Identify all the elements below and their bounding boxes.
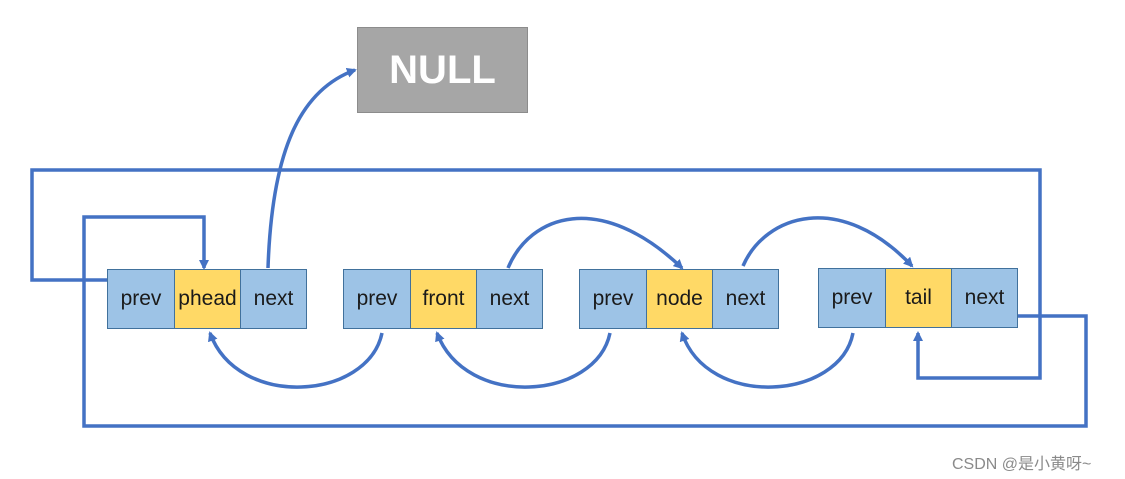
node-phead-next-cell: next: [240, 270, 306, 328]
node-node-value-cell: node: [646, 270, 712, 328]
arrow-head-next-to-null: [266, 68, 357, 269]
node-front-next-cell: next: [476, 270, 542, 328]
node-front-prev-cell: prev: [344, 270, 410, 328]
watermark-text: CSDN @是小黄呀~: [952, 456, 1092, 473]
node-phead-value-cell: phead: [174, 270, 240, 328]
node-node-prev-cell: prev: [580, 270, 646, 328]
node-front-value-cell: front: [410, 270, 476, 328]
node-tail-next-cell: next: [951, 269, 1017, 327]
node-tail-value-cell: tail: [885, 269, 951, 327]
arrow-node-prev-to-front: [435, 331, 612, 389]
node-phead: prev phead next: [107, 269, 307, 329]
node-node: prev node next: [579, 269, 779, 329]
arrow-tail-prev-to-node: [679, 331, 855, 389]
node-phead-prev-cell: prev: [108, 270, 174, 328]
arrow-front-next-to-node: [506, 216, 684, 270]
arrow-head-prev-to-tail: [30, 168, 1042, 380]
arrow-front-prev-to-head: [208, 331, 384, 389]
node-node-next-cell: next: [712, 270, 778, 328]
arrow-node-next-to-tail: [741, 216, 914, 268]
null-box: NULL: [357, 27, 528, 113]
arrow-tail-next-to-head: [82, 215, 1088, 428]
node-front: prev front next: [343, 269, 543, 329]
node-tail-prev-cell: prev: [819, 269, 885, 327]
node-tail: prev tail next: [818, 268, 1018, 328]
